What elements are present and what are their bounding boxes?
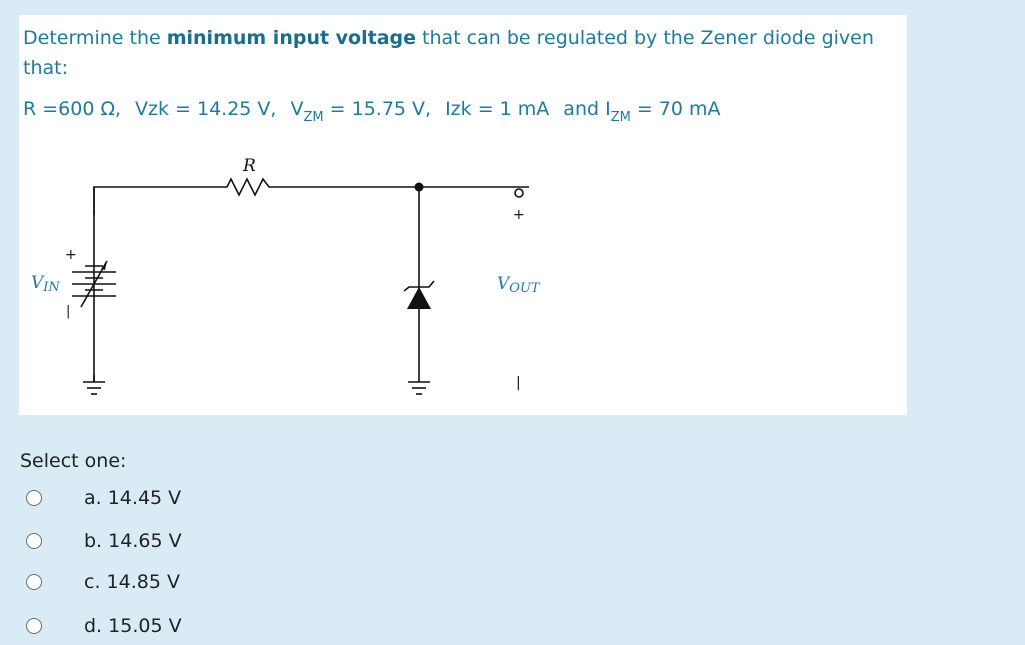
junction-node bbox=[414, 182, 424, 192]
option-b-label[interactable]: b. 14.65 V bbox=[84, 530, 182, 552]
param-vzm: VZM = 15.75 V, bbox=[290, 98, 432, 125]
param-izm: and IZM = 70 mA bbox=[563, 98, 721, 125]
vout-label: VOUT bbox=[497, 274, 541, 296]
zener-diode-triangle bbox=[407, 287, 431, 309]
option-a-label[interactable]: a. 14.45 V bbox=[84, 487, 182, 509]
option-b[interactable]: b. 14.65 V bbox=[26, 527, 226, 555]
vout-plus-sign: + bbox=[513, 207, 525, 223]
question-text-before: Determine the bbox=[23, 27, 167, 49]
param-r: R =600 Ω, bbox=[23, 98, 122, 120]
vin-plus-sign: + bbox=[65, 247, 77, 263]
question-box: Determine the minimum input voltage that… bbox=[19, 15, 907, 415]
battery-arrowhead bbox=[101, 261, 107, 270]
radio-button-b[interactable] bbox=[26, 533, 42, 549]
zener-circuit-diagram: R VIN VOUT + | + | bbox=[31, 156, 541, 395]
option-c-label[interactable]: c. 14.85 V bbox=[84, 571, 180, 593]
vin-label: VIN bbox=[31, 273, 60, 295]
vout-minus-sign: | bbox=[516, 375, 521, 391]
radio-button-a[interactable] bbox=[26, 490, 42, 506]
top-wire bbox=[93, 177, 529, 215]
given-parameters: R =600 Ω, Vzk = 14.25 V, VZM = 15.75 V, Izk… bbox=[23, 98, 903, 125]
vout-terminal bbox=[514, 188, 524, 198]
option-a[interactable]: a. 14.45 V bbox=[26, 484, 226, 512]
radio-button-d[interactable] bbox=[26, 618, 42, 634]
option-c[interactable]: c. 14.85 V bbox=[26, 568, 226, 596]
option-d[interactable]: d. 15.05 V bbox=[26, 612, 226, 640]
vin-minus-sign: | bbox=[66, 304, 70, 319]
question-text-after: that can be regulated by the Zener diode… bbox=[23, 27, 874, 79]
param-vzk: Vzk = 14.25 V, bbox=[135, 98, 277, 120]
radio-button-c[interactable] bbox=[26, 574, 42, 590]
param-izk: Izk = 1 mA bbox=[445, 98, 550, 120]
select-one-label: Select one: bbox=[20, 450, 127, 472]
option-d-label[interactable]: d. 15.05 V bbox=[84, 615, 182, 637]
question-text-bold: minimum input voltage bbox=[166, 27, 417, 49]
question-text: Determine the minimum input voltage that… bbox=[23, 23, 903, 83]
resistor-label: R bbox=[242, 156, 256, 176]
